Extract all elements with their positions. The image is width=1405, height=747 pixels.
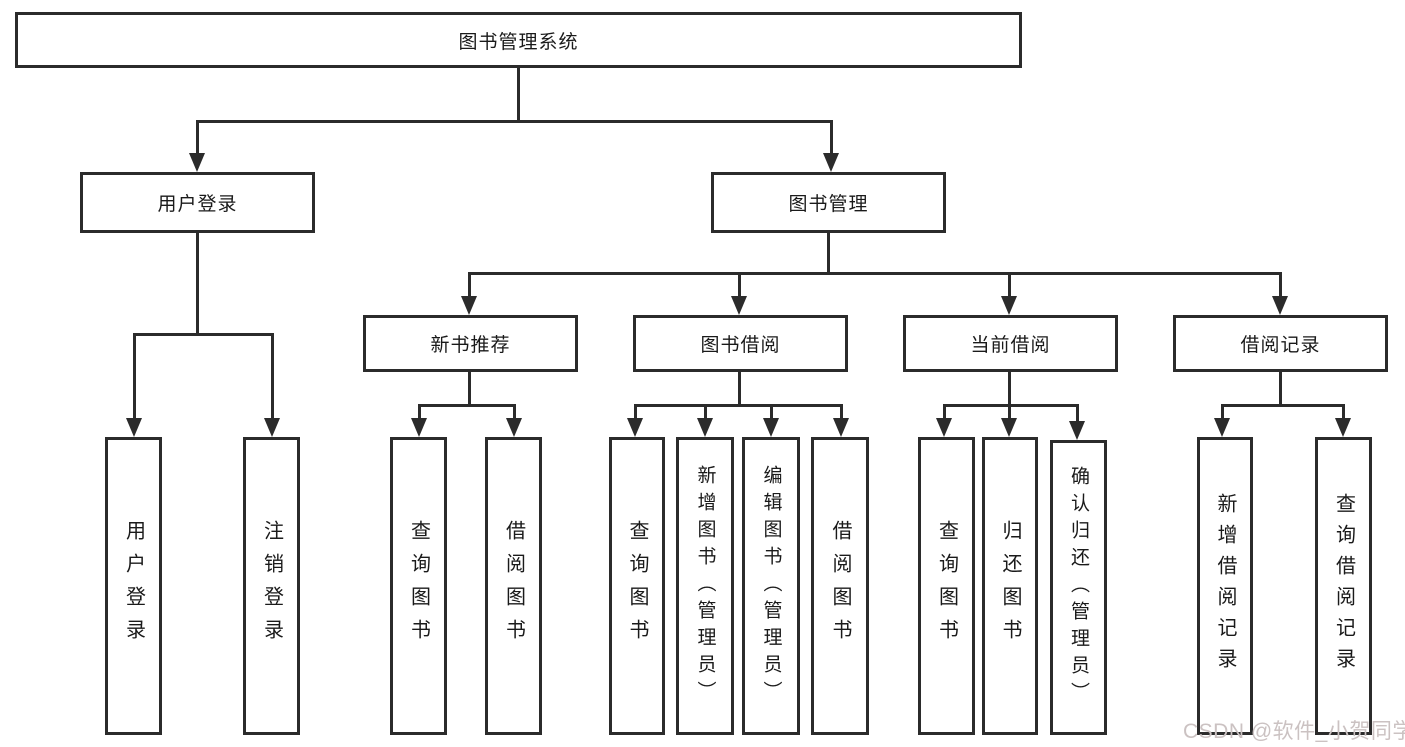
arrowhead bbox=[411, 418, 427, 437]
leaf-borrowing-add-book-admin: 新增图书（管理员） bbox=[676, 437, 734, 735]
connector-line bbox=[704, 407, 707, 418]
leaf-borrowing-query-book: 查询图书 bbox=[609, 437, 665, 735]
csdn-watermark: CSDN @软件_小贺同学 bbox=[1183, 720, 1405, 743]
arrowhead bbox=[189, 153, 205, 172]
connector-line bbox=[1221, 404, 1345, 407]
leaf-borrowing-query-book-label: 查询图书 bbox=[626, 520, 648, 652]
leaf-records-query-record-label: 查询借阅记录 bbox=[1332, 493, 1355, 679]
arrowhead bbox=[936, 418, 952, 437]
arrowhead bbox=[506, 418, 522, 437]
connector-line bbox=[196, 233, 199, 336]
leaf-current-query-book-label: 查询图书 bbox=[935, 520, 958, 652]
connector-line bbox=[634, 404, 843, 407]
connector-line bbox=[1076, 407, 1079, 421]
connector-line bbox=[1342, 407, 1345, 418]
leaf-records-add-record-label: 新增借阅记录 bbox=[1214, 493, 1236, 679]
leaf-recommend-query-book: 查询图书 bbox=[390, 437, 447, 735]
leaf-logout-label: 注销登录 bbox=[260, 520, 283, 652]
arrowhead bbox=[763, 418, 779, 437]
arrowhead bbox=[126, 418, 142, 437]
node-new-book-recommend-label: 新书推荐 bbox=[430, 335, 511, 356]
leaf-current-query-book: 查询图书 bbox=[918, 437, 975, 735]
arrowhead bbox=[731, 296, 747, 315]
connector-line bbox=[418, 404, 516, 407]
connector-line bbox=[271, 336, 274, 418]
connector-line bbox=[418, 407, 421, 418]
arrowhead bbox=[1069, 421, 1085, 440]
leaf-user-login-label: 用户登录 bbox=[122, 520, 145, 652]
leaf-user-login: 用户登录 bbox=[105, 437, 162, 735]
connector-line bbox=[943, 404, 1079, 407]
node-current-borrowing-label: 当前借阅 bbox=[970, 335, 1051, 356]
leaf-records-add-record: 新增借阅记录 bbox=[1197, 437, 1253, 735]
leaf-records-query-record: 查询借阅记录 bbox=[1315, 437, 1372, 735]
leaf-current-confirm-return-admin: 确认归还（管理员） bbox=[1050, 440, 1107, 735]
node-book-management: 图书管理 bbox=[711, 172, 946, 233]
node-current-borrowing: 当前借阅 bbox=[903, 315, 1118, 372]
leaf-recommend-borrow-book: 借阅图书 bbox=[485, 437, 542, 735]
connector-line bbox=[1008, 372, 1011, 406]
connector-line bbox=[513, 407, 516, 418]
connector-line bbox=[1008, 275, 1011, 296]
node-book-borrowing-label: 图书借阅 bbox=[700, 335, 781, 356]
connector-line bbox=[468, 272, 1282, 275]
arrowhead bbox=[264, 418, 280, 437]
node-root-label: 图书管理系统 bbox=[458, 31, 579, 53]
leaf-borrowing-edit-book-admin-label: 编辑图书（管理员） bbox=[760, 464, 782, 708]
arrowhead bbox=[461, 296, 477, 315]
connector-line bbox=[196, 120, 833, 123]
connector-line bbox=[738, 275, 741, 296]
leaf-borrowing-edit-book-admin: 编辑图书（管理员） bbox=[742, 437, 800, 735]
arrowhead bbox=[627, 418, 643, 437]
connector-line bbox=[830, 123, 833, 154]
node-borrowing-records-label: 借阅记录 bbox=[1240, 335, 1321, 356]
connector-line bbox=[1279, 275, 1282, 296]
leaf-logout: 注销登录 bbox=[243, 437, 300, 735]
connector-line bbox=[133, 333, 274, 336]
leaf-current-return-book: 归还图书 bbox=[982, 437, 1038, 735]
leaf-current-return-book-label: 归还图书 bbox=[999, 520, 1021, 652]
connector-line bbox=[634, 407, 637, 418]
node-user-login: 用户登录 bbox=[80, 172, 315, 233]
leaf-recommend-query-book-label: 查询图书 bbox=[407, 520, 430, 652]
connector-line bbox=[943, 407, 946, 418]
connector-line bbox=[840, 407, 843, 418]
arrowhead bbox=[1335, 418, 1351, 437]
connector-line bbox=[196, 123, 199, 154]
arrowhead bbox=[697, 418, 713, 437]
arrowhead bbox=[1214, 418, 1230, 437]
connector-line bbox=[738, 372, 741, 406]
connector-line bbox=[517, 68, 520, 123]
connector-line bbox=[1221, 407, 1224, 418]
connector-line bbox=[468, 275, 471, 296]
node-book-management-label: 图书管理 bbox=[788, 194, 869, 215]
node-root: 图书管理系统 bbox=[15, 12, 1022, 68]
connector-line bbox=[1279, 372, 1282, 406]
arrowhead bbox=[1001, 418, 1017, 437]
connector-line bbox=[133, 336, 136, 418]
connector-line bbox=[1008, 407, 1011, 418]
leaf-borrowing-borrow-book: 借阅图书 bbox=[811, 437, 869, 735]
node-user-login-label: 用户登录 bbox=[157, 194, 238, 215]
connector-line bbox=[827, 233, 830, 274]
connector-line bbox=[468, 372, 471, 406]
arrowhead bbox=[833, 418, 849, 437]
leaf-borrowing-borrow-book-label: 借阅图书 bbox=[829, 520, 851, 652]
node-book-borrowing: 图书借阅 bbox=[633, 315, 848, 372]
node-borrowing-records: 借阅记录 bbox=[1173, 315, 1388, 372]
arrowhead bbox=[1272, 296, 1288, 315]
leaf-recommend-borrow-book-label: 借阅图书 bbox=[502, 520, 525, 652]
leaf-borrowing-add-book-admin-label: 新增图书（管理员） bbox=[694, 464, 716, 708]
node-new-book-recommend: 新书推荐 bbox=[363, 315, 578, 372]
arrowhead bbox=[1001, 296, 1017, 315]
leaf-current-confirm-return-admin-label: 确认归还（管理员） bbox=[1068, 466, 1089, 709]
connector-line bbox=[770, 407, 773, 418]
arrowhead bbox=[823, 153, 839, 172]
